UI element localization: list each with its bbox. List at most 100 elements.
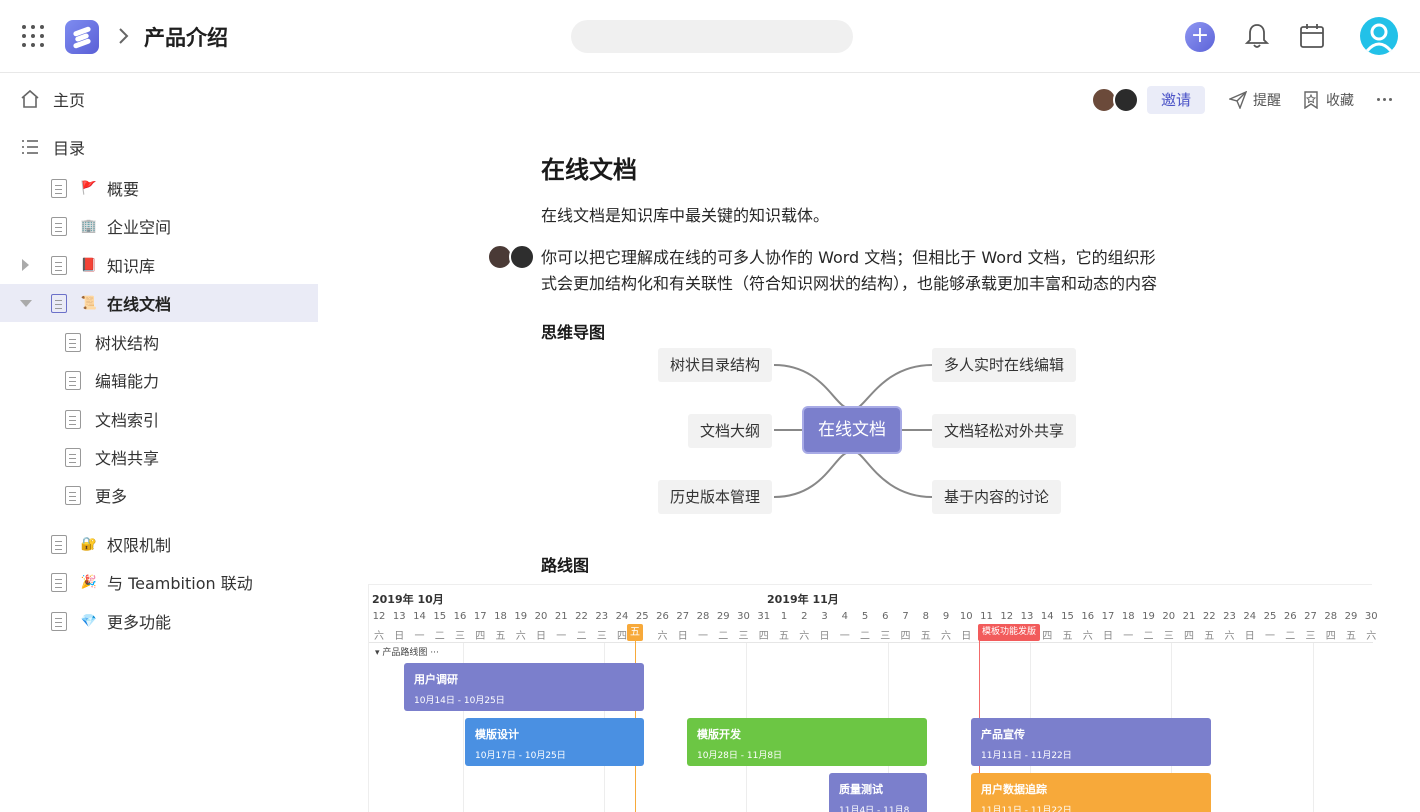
gantt-weekday-label: 五 [779,631,789,642]
gantt-day-label: 24 [615,611,629,622]
sidebar-item-permissions[interactable]: 🔐 权限机制 [0,525,318,563]
gantt-month-label: 2019年 10月 [372,593,444,606]
gantt-day-label: 16 [1081,611,1095,622]
gantt-weekday-label: 日 [819,631,830,642]
gantt-task-bar[interactable]: 产品宣传 11月11日 - 11月22日 [971,718,1211,766]
task-name: 模版设计 [475,728,519,741]
gantt-weekday-label: 六 [1366,631,1377,642]
mindmap-node[interactable]: 多人实时在线编辑 [932,348,1077,382]
sidebar-item-knowledge-base[interactable]: 📕 知识库 [0,246,318,284]
bell-icon[interactable] [1244,22,1270,50]
mindmap-node[interactable]: 基于内容的讨论 [932,480,1062,514]
gantt-weekday-label: 二 [718,631,729,642]
gantt-task-bar[interactable]: 模版设计 10月17日 - 10月25日 [465,718,644,766]
gantt-group-label[interactable]: ▾ 产品路线图 ··· [375,648,439,658]
task-name: 模版开发 [697,728,741,741]
task-dates: 11月11日 - 11月22日 [981,751,1072,761]
collapse-arrow-icon[interactable] [20,299,32,307]
sidebar-item-tree-structure[interactable]: 树状结构 [0,323,318,361]
document-icon [65,332,81,352]
gantt-task-bar[interactable]: 用户调研 10月14日 - 10月25日 [404,663,644,711]
calendar-icon[interactable] [1299,22,1325,50]
search-input[interactable] [571,20,853,53]
gantt-day-label: 15 [1061,611,1074,622]
gantt-day-label: 31 [757,611,771,622]
sidebar-item-label: 文档索引 [95,411,160,430]
sidebar-item-online-docs[interactable]: 📜 在线文档 [0,284,318,322]
gantt-header-divider [369,642,1373,643]
sidebar-home[interactable]: 主页 [0,80,318,118]
mindmap-node[interactable]: 树状目录结构 [658,348,773,382]
lock-icon: 🔐 [80,536,98,552]
document-icon [51,611,67,631]
more-options-icon[interactable] [1377,98,1392,101]
office-building-icon: 🏢 [80,218,98,234]
gantt-day-label: 22 [1202,611,1216,622]
sidebar-toc[interactable]: 目录 [0,128,318,166]
sidebar-item-doc-index[interactable]: 文档索引 [0,400,318,438]
gantt-weekday-label: 日 [677,631,688,642]
gantt-milestone-tag[interactable]: 模板功能发版 [978,624,1041,641]
gantt-day-label: 7 [902,611,909,622]
mindmap[interactable]: 树状目录结构 文档大纲 历史版本管理 在线文档 多人实时在线编辑 文档轻松对外共… [650,340,1090,525]
collaborator-avatars[interactable] [1091,87,1141,113]
sidebar-item-enterprise-space[interactable]: 🏢 企业空间 [0,207,318,245]
sidebar-item-label: 更多功能 [107,613,172,632]
sidebar-item-editing[interactable]: 编辑能力 [0,361,318,399]
gantt-day-label: 22 [575,611,588,622]
gantt-weekday-label: 二 [576,631,587,642]
gantt-weekday-label: 三 [1163,631,1174,642]
remind-button[interactable]: 提醒 [1229,88,1281,112]
gantt-today-marker: 五 [627,624,643,641]
task-dates: 11月4日 - 11月8日 [839,806,910,812]
gantt-weekday-label: 六 [1224,631,1235,642]
remind-label: 提醒 [1253,93,1281,109]
sidebar-toc-label: 目录 [53,139,86,158]
app-grid-icon[interactable] [22,25,44,47]
gantt-day-label: 29 [716,611,730,622]
user-avatar[interactable] [1360,17,1398,55]
gantt-day-label: 5 [861,611,869,622]
gantt-day-label: 30 [1364,611,1378,622]
mindmap-node[interactable]: 文档大纲 [688,414,773,448]
doc-paragraph: 式会更加结构化和有关联性（符合知识网状的结构），也能够承载更加丰富和动态的内容 [541,274,1158,293]
gantt-weekday-label: 五 [495,631,506,642]
gantt-task-bar[interactable]: 质量测试 11月4日 - 11月8日 [829,773,927,812]
gantt-day-label: 6 [882,611,889,622]
gantt-weekday-label: 一 [839,631,850,642]
document-icon [65,370,81,390]
gantt-weekday-label: 日 [1103,631,1113,642]
gantt-weekday-label: 四 [758,631,769,642]
mindmap-node[interactable]: 文档轻松对外共享 [932,414,1077,448]
mindmap-center-node[interactable]: 在线文档 [804,408,900,452]
gantt-task-bar[interactable]: 模版开发 10月28日 - 11月8日 [687,718,927,766]
gantt-day-label: 30 [737,611,750,622]
gantt-day-label: 13 [1020,611,1034,622]
gantt-weekday-label: 日 [1244,631,1255,642]
gantt-day-label: 23 [1223,611,1236,622]
sidebar-item-more-features[interactable]: 💎 更多功能 [0,602,318,640]
doc-paragraph: 你可以把它理解成在线的可多人协作的 Word 文档；但相比于 Word 文档，它… [541,248,1156,267]
document-icon [51,255,67,275]
gantt-weekday-label: 六 [657,631,668,642]
sidebar-home-label: 主页 [53,91,86,110]
expand-arrow-icon[interactable] [22,259,29,271]
document-icon [51,534,67,554]
gantt-weekday-label: 六 [374,631,384,642]
invite-button[interactable]: 邀请 [1147,86,1205,114]
task-dates: 10月17日 - 10月25日 [475,751,566,761]
sidebar-item-overview[interactable]: 🚩 概要 [0,169,318,207]
home-icon [21,89,39,108]
comment-avatars[interactable] [487,244,537,272]
app-logo[interactable] [65,20,99,54]
plus-icon[interactable]: + [1185,22,1215,52]
sidebar-item-more[interactable]: 更多 [0,476,318,514]
mindmap-node[interactable]: 历史版本管理 [658,480,773,514]
gantt-week-line [1313,643,1314,812]
avatar [487,244,513,270]
favorite-button[interactable]: 收藏 [1303,88,1354,112]
gantt-task-bar[interactable]: 用户数据追踪 11月11日 - 11月22日 [971,773,1211,812]
sidebar-item-doc-sharing[interactable]: 文档共享 [0,438,318,476]
sidebar-item-teambition[interactable]: 🎉 与 Teambition 联动 [0,563,318,601]
